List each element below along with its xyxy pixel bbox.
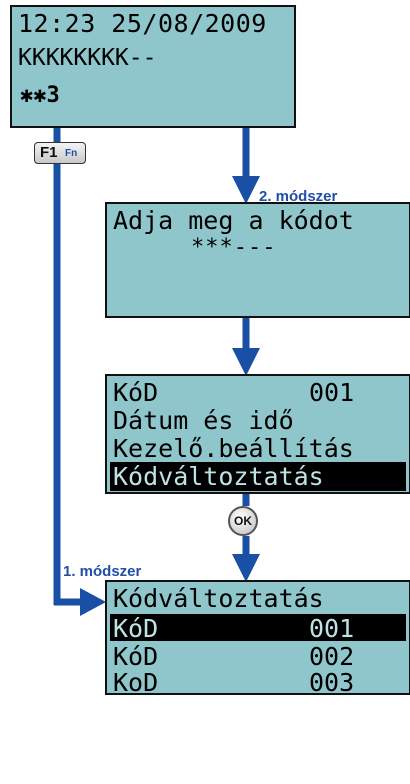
arrowhead-method1 xyxy=(80,588,106,616)
lcd-screen-menu: KóD 001 Dátum és idő Kezelő.beállítás Kó… xyxy=(105,374,410,494)
lcd-screen-enter-code: Adja meg a kódot ***--- xyxy=(105,202,410,318)
code-row-2-value: 002 xyxy=(309,642,355,671)
method-1-label: 1. módszer xyxy=(63,563,142,580)
f1-key-label: F1 xyxy=(40,144,58,161)
lcd-screen-idle: 12:23 25/08/2009 KKKKKKKK-- ✱✱3 xyxy=(10,5,296,128)
method-2-label: 2. módszer xyxy=(259,188,338,205)
menu-item-code-change-selected[interactable]: Kódváltoztatás xyxy=(110,462,406,491)
code-row-2[interactable]: KóD 002 xyxy=(110,642,406,671)
menu-code-value: 001 xyxy=(309,378,355,407)
code-row-selected[interactable]: KóD 001 xyxy=(110,614,406,643)
f1-fn-key[interactable]: F1 Fn xyxy=(34,142,86,164)
fn-key-label: Fn xyxy=(65,148,78,159)
code-row-3-value: 003 xyxy=(309,668,355,697)
lcd-screen-code-change: Kódváltoztatás KóD 001 KóD 002 KoD 003 xyxy=(105,580,410,697)
arrowhead-screen3 xyxy=(232,348,260,376)
menu-item-operator-settings[interactable]: Kezelő.beállítás xyxy=(113,434,354,463)
code-row-1-label: KóD xyxy=(113,614,159,643)
code-row-3-label: KoD xyxy=(113,668,159,697)
ok-button[interactable]: OK xyxy=(228,506,258,536)
datetime-line: 12:23 25/08/2009 xyxy=(18,9,267,38)
status-line: KKKKKKKK-- xyxy=(18,45,157,71)
code-change-title: Kódváltoztatás xyxy=(113,584,324,613)
arrowhead-screen2 xyxy=(232,176,260,204)
arrowhead-screen4 xyxy=(232,554,260,582)
menu-item-date-time[interactable]: Dátum és idő xyxy=(113,406,294,435)
code-mask: ***--- xyxy=(191,235,277,260)
enter-code-prompt: Adja meg a kódot xyxy=(113,206,354,235)
flow-arrows xyxy=(53,128,260,616)
menu-code-label: KóD xyxy=(113,378,159,407)
code-row-1-value: 001 xyxy=(309,614,355,643)
code-entry-line: ✱✱3 xyxy=(20,83,60,108)
code-row-2-label: KóD xyxy=(113,642,159,671)
